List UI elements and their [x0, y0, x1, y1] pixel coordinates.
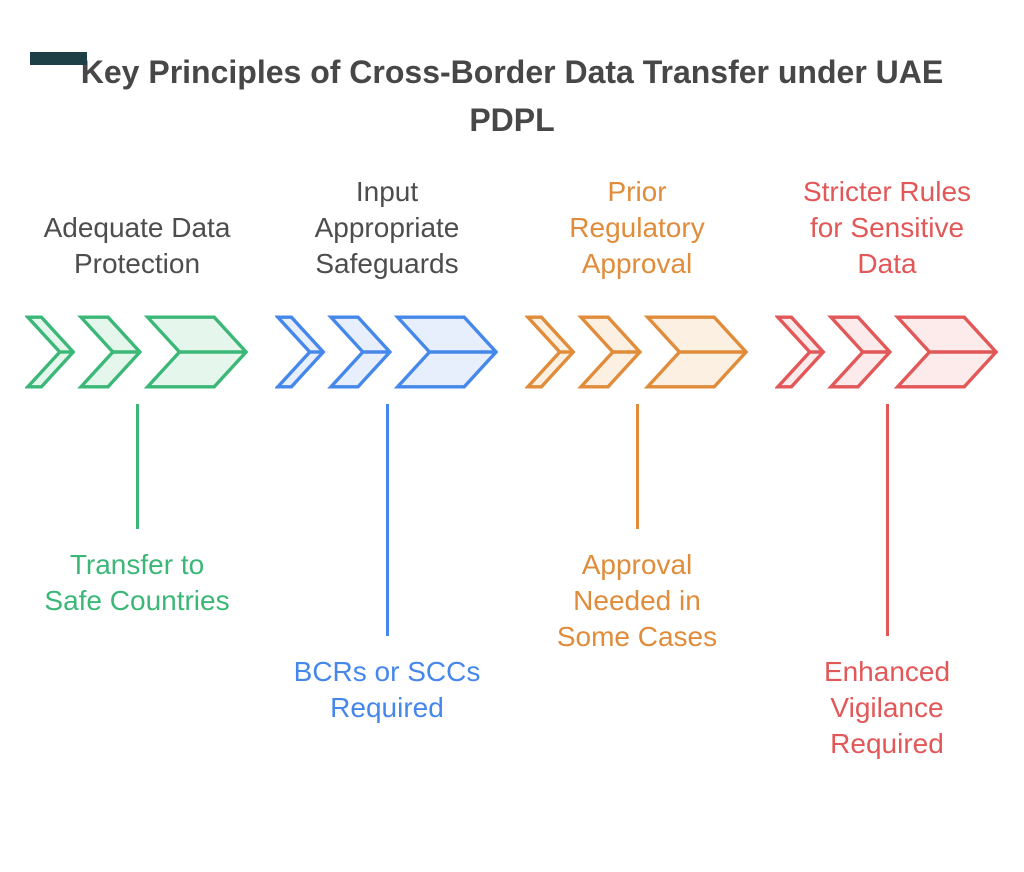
corner-mark [30, 52, 87, 65]
connector-line [635, 404, 639, 529]
principle-column-appropriate-safeguards: Input Appropriate Safeguards BCRs or SCC… [262, 174, 512, 762]
connector-line [135, 404, 139, 529]
principle-column-sensitive-data: Stricter Rules for Sensitive Data Enhanc… [762, 174, 1012, 762]
principles-row: Adequate Data Protection Transfer to Saf… [0, 174, 1024, 762]
principle-note: Approval Needed in Some Cases [556, 549, 718, 652]
principle-header: Input Appropriate Safeguards [314, 176, 460, 279]
chevron-arrows-icon [525, 315, 749, 389]
chevron-arrows-icon [25, 315, 249, 389]
connector-line [885, 404, 889, 636]
connector-line [385, 404, 389, 636]
principle-note: Transfer to Safe Countries [44, 549, 230, 616]
principle-column-regulatory-approval: Prior Regulatory Approval Approval Neede… [512, 174, 762, 762]
principle-note: Enhanced Vigilance Required [823, 656, 951, 759]
chevron-arrows-icon [775, 315, 999, 389]
principle-note: BCRs or SCCs Required [293, 656, 481, 723]
principle-header: Adequate Data Protection [43, 212, 231, 279]
principle-header: Prior Regulatory Approval [569, 176, 705, 279]
principle-header: Stricter Rules for Sensitive Data [802, 176, 972, 279]
principle-column-adequate-protection: Adequate Data Protection Transfer to Saf… [12, 174, 262, 762]
page-title: Key Principles of Cross-Border Data Tran… [80, 54, 944, 138]
chevron-arrows-icon [275, 315, 499, 389]
